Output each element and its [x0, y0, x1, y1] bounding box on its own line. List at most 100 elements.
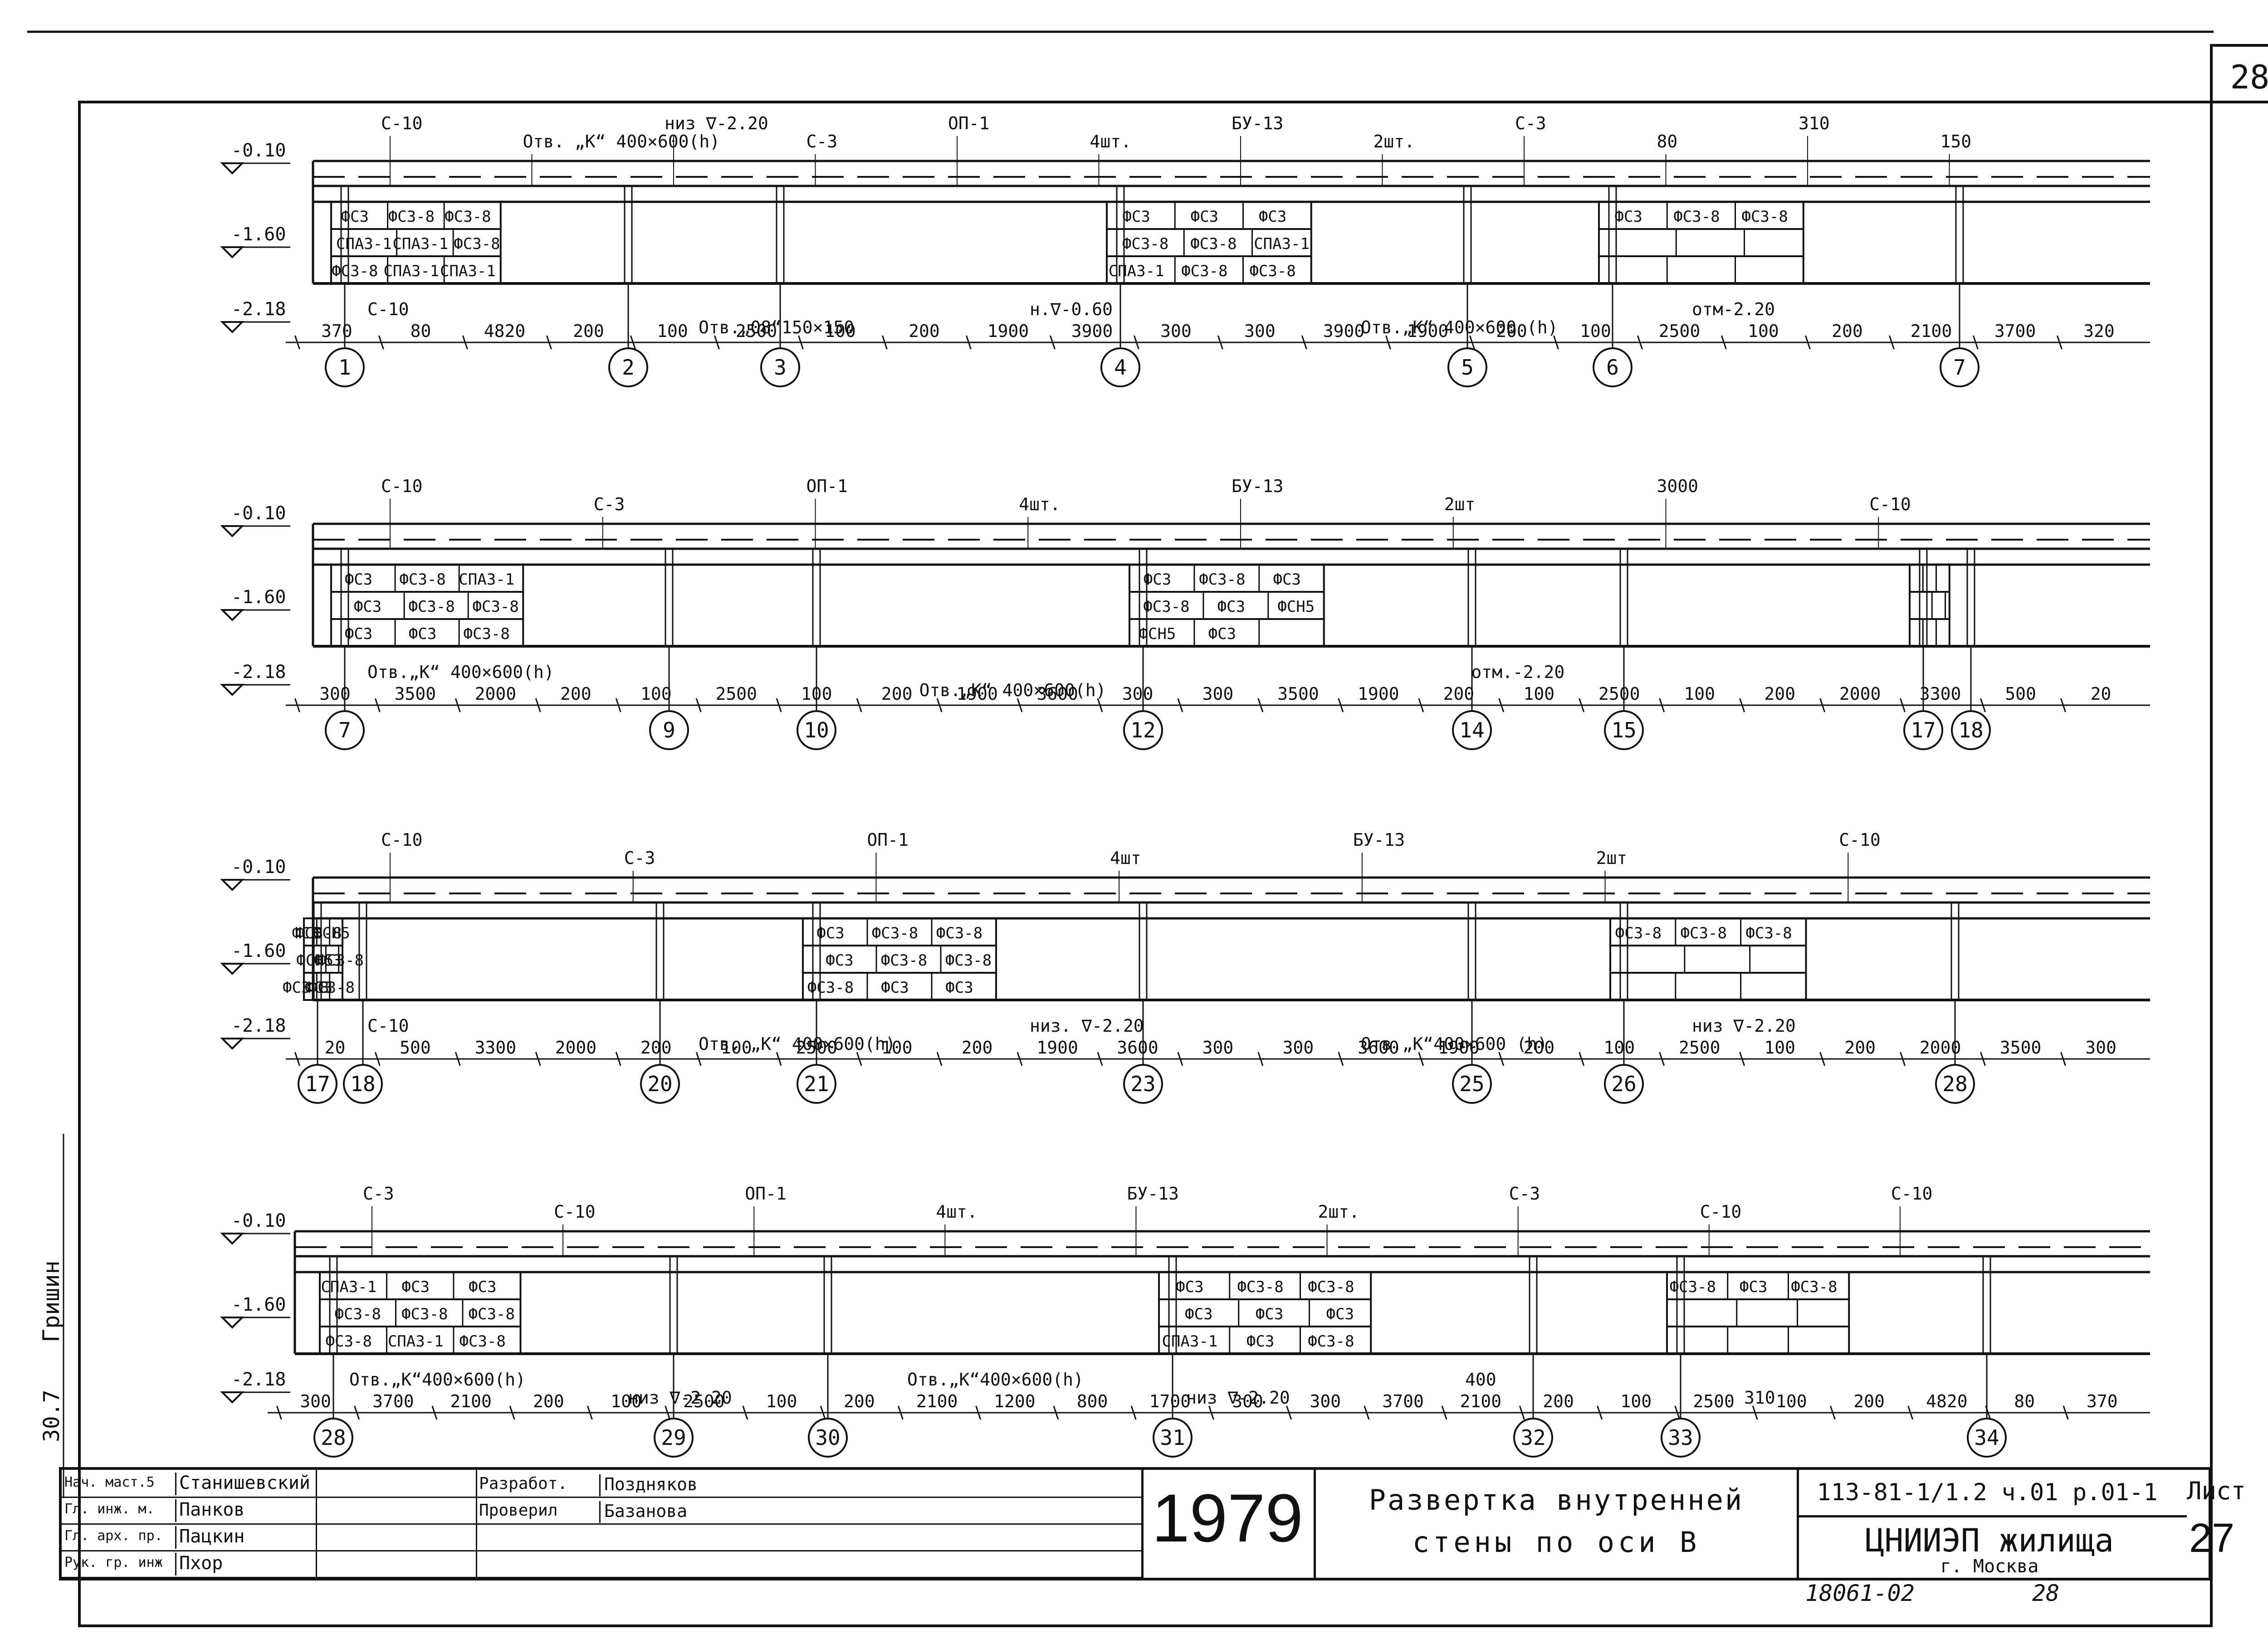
- dimension-tick: [714, 335, 720, 350]
- dimension-tick: [1418, 1052, 1424, 1066]
- axis-label: 17: [1911, 718, 1936, 742]
- dimension-value: 200: [640, 1038, 672, 1058]
- panel-label: ФС3: [314, 951, 342, 970]
- axis-bubble: [1935, 1064, 1975, 1104]
- level-marker-icon: [220, 162, 244, 175]
- panel-label: ФС3-8: [388, 208, 435, 226]
- dimension-tick: [897, 1405, 904, 1420]
- name-cell: Пацкин: [175, 1526, 315, 1549]
- panel-label: ФС3-8: [1249, 262, 1295, 280]
- dimension-value: 100: [721, 1038, 752, 1058]
- axis-bubble: [325, 710, 365, 750]
- panel-label: ФС3-8: [881, 951, 927, 970]
- dimension-tick: [509, 1405, 515, 1420]
- callout-label: С-10: [1839, 830, 1881, 850]
- panel-label: ФС3: [1326, 1305, 1354, 1323]
- axis-bubble: [313, 1418, 353, 1458]
- dimension-tick: [1208, 1405, 1214, 1420]
- dimension-tick: [975, 1405, 982, 1420]
- dimension-value: 200: [962, 1038, 993, 1058]
- signature-cell: [316, 1523, 477, 1550]
- dimension-tick: [1900, 698, 1906, 712]
- dimension-tick: [1130, 1405, 1137, 1420]
- level-marker-icon: [220, 963, 244, 975]
- dimension-value: 200: [1832, 321, 1863, 341]
- dimension-tick: [856, 1052, 862, 1066]
- panel-label: ФС3: [292, 924, 319, 942]
- callout-label: Отв. „К“ 400×600(h): [523, 132, 720, 151]
- panel-label: ФС3-8: [1143, 598, 1189, 616]
- opening-note: низ. ∇-2.20: [1030, 1016, 1144, 1036]
- dimension-tick: [1050, 335, 1056, 350]
- dimension-tick: [1739, 698, 1745, 712]
- dimension-value: 1900: [956, 684, 998, 704]
- dimension-value: 100: [1621, 1391, 1652, 1411]
- panel-row: [1666, 1326, 1850, 1355]
- dimension-tick: [535, 1052, 541, 1066]
- dimension-value: 100: [640, 684, 672, 704]
- panel-label: ФС3: [1144, 571, 1171, 589]
- axis-bubble: [1967, 1418, 2007, 1458]
- organization: ЦНИИЭП жилища: [1865, 1522, 2114, 1559]
- dimension-value: 2100: [1460, 1391, 1502, 1411]
- axis-bubble: [797, 1064, 836, 1104]
- dimension-value: 200: [533, 1391, 564, 1411]
- panel-label: ФС3-8: [1181, 262, 1227, 280]
- panel-label: ФС3: [345, 625, 372, 643]
- panel-label: ФС3-8: [408, 598, 455, 616]
- dimension-value: 3600: [1117, 1038, 1158, 1058]
- opening-note: отм-2.20: [1692, 299, 1775, 319]
- dimension-value: 100: [766, 1391, 797, 1411]
- dimension-tick: [1519, 1405, 1525, 1420]
- dimension-tick: [776, 698, 782, 712]
- callout-label: низ ∇-2.20: [665, 113, 768, 133]
- axis-bubble: [649, 710, 689, 750]
- dimension-value: 100: [881, 1038, 913, 1058]
- dimension-tick: [587, 1405, 593, 1420]
- role-cell: Гл. арх. пр.: [64, 1528, 163, 1544]
- callout-label: 2шт: [1444, 494, 1476, 514]
- dimension-value: 80: [2014, 1391, 2035, 1411]
- axis-bubble: [1940, 347, 1980, 387]
- panel-label: ФС3-8: [1615, 924, 1662, 942]
- panel-label: ФС3-8: [401, 1305, 448, 1323]
- level-marker-icon: [220, 321, 244, 333]
- callout-label: ОП-1: [745, 1184, 787, 1204]
- panel-label: ФС3-8: [326, 1332, 372, 1351]
- axis-label: 5: [1461, 355, 1474, 380]
- opening-note: Отв.„К“400×600(h): [907, 1370, 1084, 1390]
- dimension-tick: [856, 698, 862, 712]
- axis-bubble: [654, 1418, 694, 1458]
- panel-label: ФС3: [1208, 625, 1236, 643]
- dimension-tick: [1829, 1405, 1836, 1420]
- axis-bubble: [1951, 710, 1991, 750]
- dimension-value: 200: [573, 321, 604, 341]
- dimension-value: 200: [1496, 321, 1527, 341]
- opening-note: Отв.„К“400×600 (h): [1361, 1034, 1548, 1054]
- name-cell: Панков: [175, 1499, 315, 1522]
- dimension-value: 3700: [1994, 321, 2036, 341]
- axis-label: 7: [1953, 355, 1966, 380]
- dimension-tick: [1217, 335, 1223, 350]
- panel-row: [319, 1326, 522, 1355]
- title-divider: [1797, 1515, 2187, 1517]
- dimension-value: 200: [1524, 1038, 1555, 1058]
- panel-label: ФС3-8: [1190, 235, 1237, 253]
- dimension-value: 100: [657, 321, 688, 341]
- dimension-tick: [276, 1405, 282, 1420]
- dimension-tick: [1900, 1052, 1906, 1066]
- panel-label: ФС3: [1185, 1305, 1212, 1323]
- panel-label: ФС3-8: [1741, 208, 1788, 226]
- axis-bubble: [640, 1064, 680, 1104]
- dimension-value: 300: [1122, 684, 1154, 704]
- dimension-value: 1700: [1149, 1391, 1191, 1411]
- dimension-value: 4820: [1926, 1391, 1968, 1411]
- dimension-tick: [1385, 335, 1391, 350]
- dimension-tick: [535, 698, 541, 712]
- dimension-tick: [776, 1052, 782, 1066]
- dimension-tick: [374, 698, 381, 712]
- level-label: -0.10: [231, 140, 286, 161]
- dimension-tick: [1498, 698, 1505, 712]
- callout-label: С-3: [1515, 113, 1546, 133]
